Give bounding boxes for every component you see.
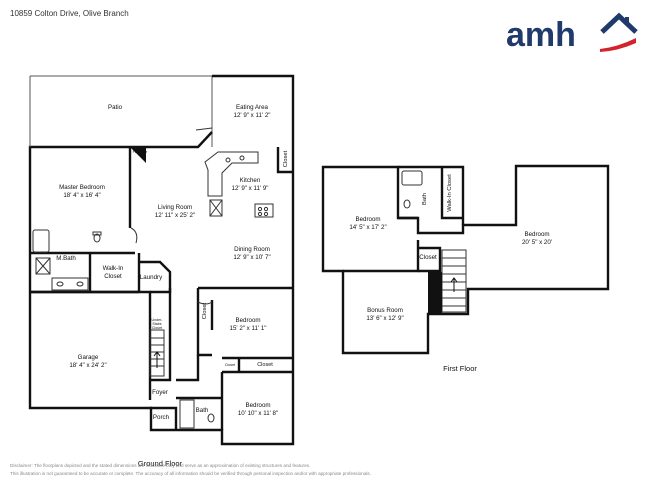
stove-icon: [254, 203, 274, 218]
room-label-closet-kitchen: Closet: [283, 150, 289, 168]
ground-outer-wall: [28, 74, 295, 446]
room-label-fireplace: Fireplace: [132, 150, 148, 154]
living-top-wall: [130, 131, 213, 149]
stairs-arrow-icon: [153, 351, 161, 368]
first-toilet-icon: [403, 199, 411, 209]
vanity-icon: [51, 277, 89, 291]
room-label-walk-in-closet: Walk-In Closet: [102, 265, 124, 280]
room-label-m-bath: M.Bath: [56, 255, 76, 262]
room-label-porch: Porch: [152, 414, 170, 421]
ground-floor-title: Ground Floor: [137, 459, 183, 468]
room-label-patio: Patio: [107, 104, 123, 111]
swoosh-icon: [600, 38, 636, 52]
house-roof-icon: [600, 12, 638, 34]
amh-logo: amh: [506, 12, 638, 54]
shower-icon: [35, 257, 51, 275]
bathtub-icon: [32, 229, 50, 253]
kitchen-stool-icon: [225, 157, 231, 163]
room-label-laundry: Laundry: [139, 274, 163, 281]
ground-bathtub-icon: [179, 399, 195, 429]
disclaimer-line-1: Disclaimer: The floorplans depicted and …: [10, 463, 311, 468]
room-label-closet-bedroom: Closet: [257, 362, 273, 368]
kitchen-counter: [204, 151, 259, 197]
fireplace-icon: [130, 147, 146, 163]
laundry-walls: [139, 260, 172, 294]
room-label-closet-small: Closet: [224, 363, 236, 367]
room-label-bath: Bath: [195, 407, 209, 414]
property-address: 10859 Colton Drive, Olive Branch: [10, 9, 129, 18]
stair-void: [428, 272, 442, 314]
room-label-first-bath: Bath: [422, 193, 428, 205]
garage-top-wall: [30, 290, 152, 312]
logo-text: amh: [506, 16, 576, 54]
first-floor-title: First Floor: [443, 364, 477, 373]
first-stairs-arrow-icon: [450, 277, 458, 292]
disclaimer: Disclaimer: The floorplans depicted and …: [10, 462, 610, 478]
first-bathtub-icon: [401, 170, 423, 186]
room-label-closet-mid: Closet: [202, 302, 208, 320]
chimney-icon: [625, 17, 629, 25]
room-label-foyer: Foyer: [152, 389, 168, 396]
room-label-first-walk-in-closet: Walk-In Closet: [447, 174, 453, 212]
sink-icon: [209, 199, 223, 217]
kitchen-closet: [276, 147, 293, 174]
toilet-icon: [93, 233, 101, 243]
disclaimer-line-2: This illustration is not guaranteed to b…: [10, 471, 371, 476]
room-label-first-closet: Closet: [419, 254, 437, 261]
room-label-under-stairs-closet: Under-Stairs Closet: [151, 318, 163, 330]
